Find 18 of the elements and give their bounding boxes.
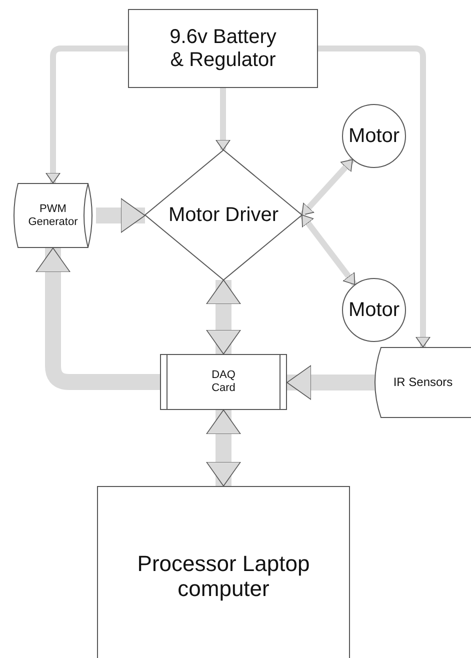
block-arrow [36, 248, 160, 390]
node-label: 9.6v Battery & Regulator [168, 26, 278, 72]
node-label: Motor [348, 298, 400, 322]
node-label: DAQ Card [210, 369, 236, 395]
node-label: IR Sensors [393, 376, 453, 390]
block-arrow [206, 410, 241, 486]
arrow [46, 46, 128, 184]
block-arrow [206, 280, 241, 354]
node-label: PWM Generator [27, 202, 79, 228]
node-label: Processor Laptop computer [136, 550, 311, 602]
block-arrow [96, 198, 146, 233]
arrow [300, 213, 358, 286]
arrow [318, 46, 430, 348]
arrow [300, 158, 355, 218]
block-arrow [286, 365, 375, 400]
node-label: Motor Driver [168, 204, 278, 226]
node-label: Motor [348, 124, 400, 148]
arrow [216, 88, 230, 150]
